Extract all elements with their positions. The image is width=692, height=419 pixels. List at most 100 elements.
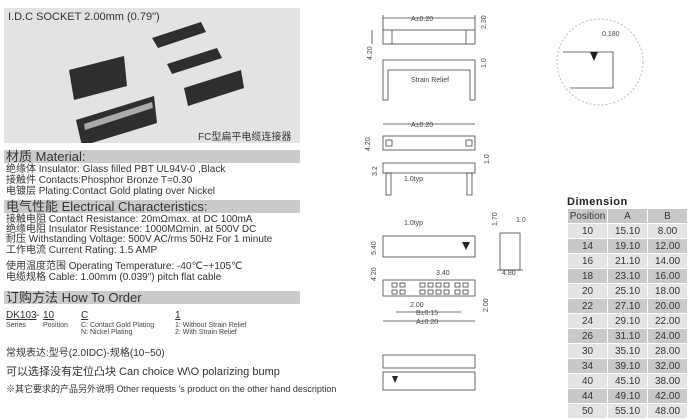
cable-spec: 电缆规格 Cable: 1.00mm (0.039") pitch flat c… — [6, 272, 222, 283]
cell-b: 18.00 — [648, 284, 687, 298]
cell-b: 12.00 — [648, 239, 687, 253]
dim-a-bottom: A±0.20 — [416, 319, 438, 326]
cell-a: 21.10 — [608, 254, 647, 268]
operating-temperature: 使用温度范围 Operating Temperature: -40℃~+105℃ — [6, 261, 243, 272]
order-code-series: DK103 — [6, 310, 37, 321]
cell-position: 40 — [568, 374, 607, 388]
material-plating: 电镀层 Plating:Contact Gold plating over Ni… — [6, 186, 215, 197]
cell-a: 15.10 — [608, 224, 647, 238]
product-caption: FC型扁平电缆连接器 — [198, 132, 292, 143]
dim-4-20-second: 4.20 — [365, 137, 372, 151]
cell-a: 27.10 — [608, 299, 647, 313]
cell-position: 44 — [568, 389, 607, 403]
cell-b: 20.00 — [648, 299, 687, 313]
dim-b: B±0.15 — [416, 310, 438, 317]
header-b: B — [648, 209, 687, 223]
cell-position: 34 — [568, 359, 607, 373]
cell-a: 39.10 — [608, 359, 647, 373]
withstanding-voltage: 耐压 Withstanding Voltage: 500V AC/rms 50H… — [6, 234, 273, 245]
cell-position: 16 — [568, 254, 607, 268]
insulator-resistance: 绝缘电阻 Insulator Resistance: 1000MΩmin. at… — [6, 224, 257, 235]
connector-photo-image — [69, 22, 244, 146]
relief-option-1: 1: Without Strain Relief — [175, 322, 247, 329]
material-contacts: 接触件 Contacts:Phosphor Bronze T=0.30 — [6, 175, 193, 186]
dim-1-0-small: 1.0 — [516, 217, 526, 224]
dim-1-0typ-side: 1.0typ — [404, 176, 423, 183]
cell-b: 8.00 — [648, 224, 687, 238]
dim-1-0typ-front: 1.0typ — [404, 220, 423, 227]
dim-4-20-front: 4.20 — [371, 267, 378, 281]
dim-a-top: A±0.20 — [411, 16, 433, 23]
plating-option-c: C: Contact Gold Plating — [81, 322, 155, 329]
dim-1-0-side: 1.0 — [484, 154, 491, 164]
dim-2-30: 2.30 — [481, 15, 488, 29]
cell-position: 50 — [568, 404, 607, 418]
dim-0-180: 0.180 — [602, 31, 620, 38]
cell-position: 26 — [568, 329, 607, 343]
cell-a: 55.10 — [608, 404, 647, 418]
order-code-plating: C — [81, 310, 89, 321]
order-note-standard: 常规表达:型号(2.0IDC)-规格(10~50) — [6, 348, 165, 359]
cell-b: 32.00 — [648, 359, 687, 373]
cell-a: 29.10 — [608, 314, 647, 328]
order-code-dash: - — [36, 310, 40, 321]
cell-a: 31.10 — [608, 329, 647, 343]
dim-2-00-vertical: 2.00 — [483, 298, 490, 312]
cell-b: 16.00 — [648, 269, 687, 283]
cell-a: 25.10 — [608, 284, 647, 298]
cell-a: 49.10 — [608, 389, 647, 403]
dim-2-00: 2.00 — [410, 302, 424, 309]
dim-1-70: 1.70 — [492, 212, 499, 226]
cell-b: 14.00 — [648, 254, 687, 268]
cell-position: 24 — [568, 314, 607, 328]
header-position: Position — [568, 209, 607, 223]
material-heading: 材质 Material: — [4, 150, 300, 163]
cell-a: 19.10 — [608, 239, 647, 253]
header-a: A — [608, 209, 647, 223]
dim-3-2: 3.2 — [372, 166, 379, 176]
cell-position: 20 — [568, 284, 607, 298]
dim-1-0-relief: 1.0 — [481, 58, 488, 68]
cell-b: 48.00 — [648, 404, 687, 418]
dim-4-20-top: 4.20 — [367, 46, 374, 60]
cell-position: 22 — [568, 299, 607, 313]
order-note-polarizing: 可以选择没有定位凸块 Can choice W\O polarizing bum… — [6, 366, 280, 378]
order-heading: 订购方法 How To Order — [4, 291, 300, 304]
cell-a: 23.10 — [608, 269, 647, 283]
series-label: Series — [6, 322, 26, 329]
material-insulator: 绝缘体 Insulator: Glass filled PBT UL94V-0 … — [6, 164, 226, 175]
dimension-title: Dimension — [567, 196, 628, 208]
cell-position: 10 — [568, 224, 607, 238]
cell-a: 45.10 — [608, 374, 647, 388]
dim-3-40: 3.40 — [436, 270, 450, 277]
cell-b: 38.00 — [648, 374, 687, 388]
product-title: I.D.C SOCKET 2.00mm (0.79") — [8, 11, 160, 23]
dim-4-80: 4.80 — [502, 270, 516, 277]
cell-b: 28.00 — [648, 344, 687, 358]
order-code-position: 10 — [43, 310, 55, 321]
order-note-other: ※其它要求的产品另外说明 Other requests 's product o… — [6, 384, 337, 394]
cell-position: 14 — [568, 239, 607, 253]
contact-resistance: 接触电阻 Contact Resistance: 20mΩmax. at DC … — [6, 214, 253, 225]
current-rating: 工作电流 Current Rating: 1.5 AMP — [6, 245, 158, 256]
dim-5-40: 5.40 — [371, 241, 378, 255]
strain-relief-label: Strain Relief — [411, 77, 449, 84]
position-label: Position — [43, 322, 68, 329]
cell-b: 24.00 — [648, 329, 687, 343]
plating-option-n: N: Nickel Plating — [81, 329, 133, 336]
electrical-heading: 电气性能 Electrical Characteristics: — [4, 200, 300, 213]
relief-option-2: 2: With Strain Relief — [175, 329, 237, 336]
order-code-relief: 1 — [175, 310, 181, 321]
cell-a: 35.10 — [608, 344, 647, 358]
